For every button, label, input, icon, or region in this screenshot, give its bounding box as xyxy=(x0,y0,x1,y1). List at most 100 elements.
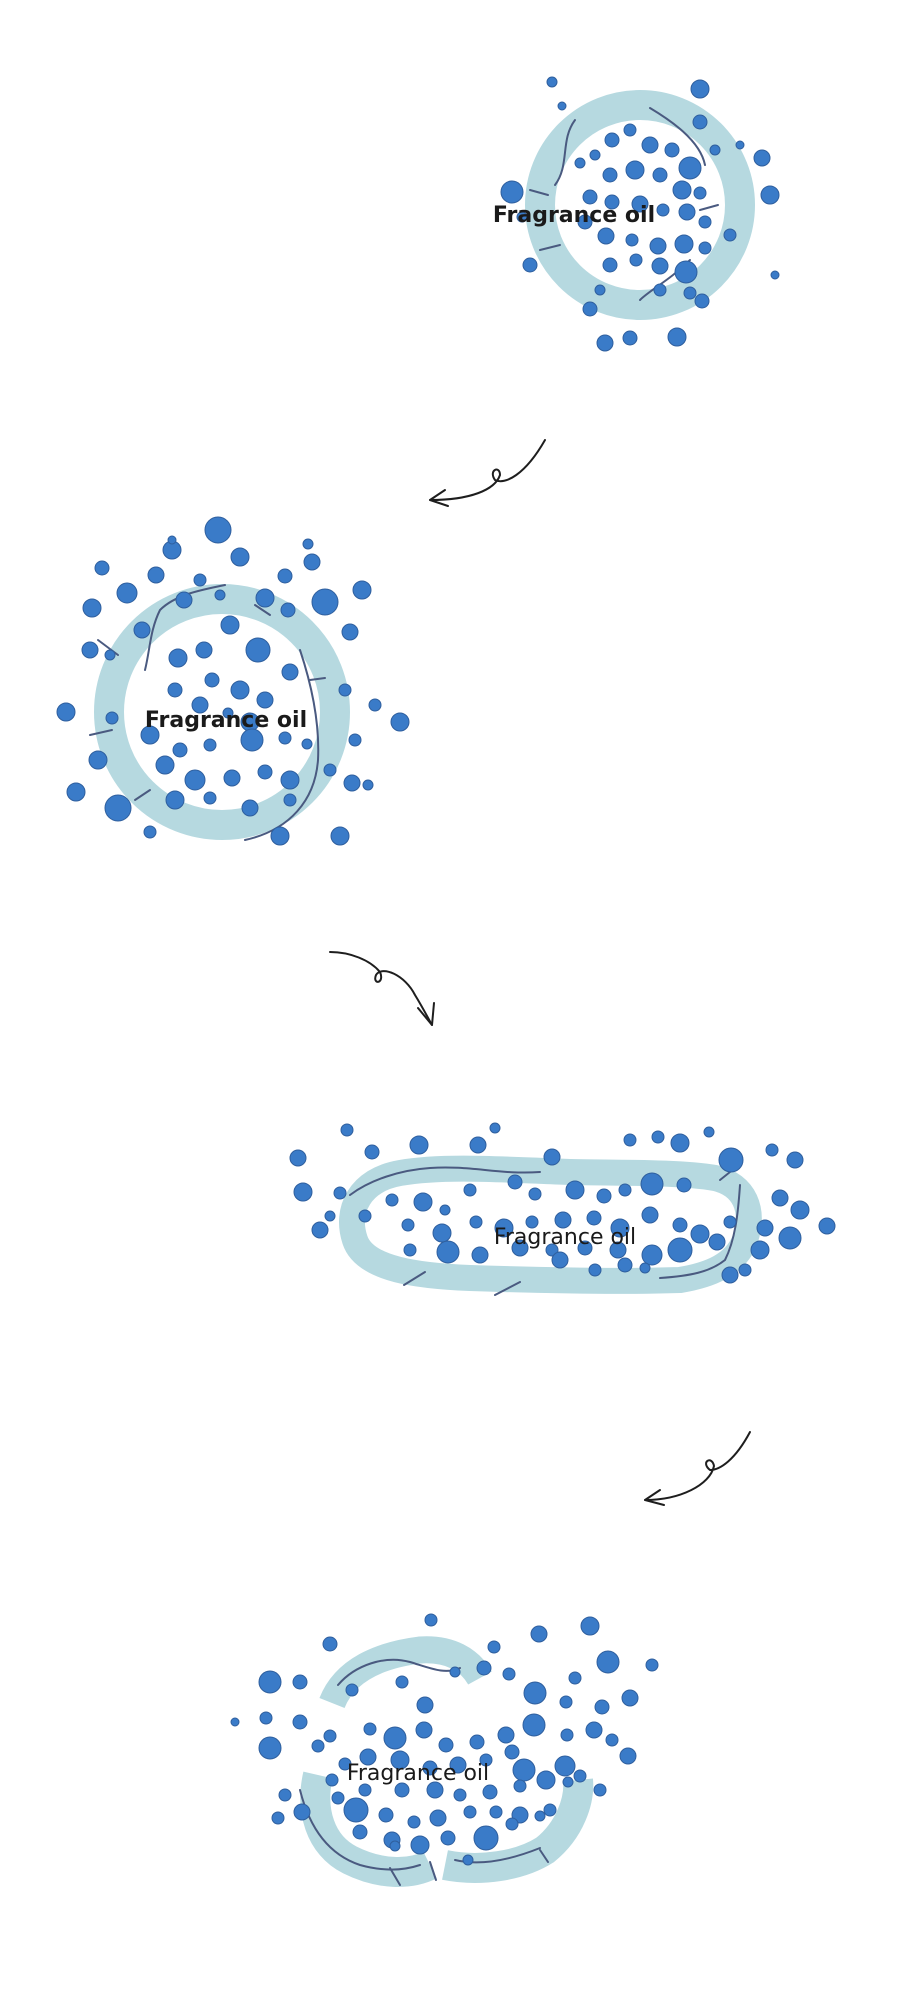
fragrance-droplet xyxy=(390,1750,410,1770)
fragrance-droplet xyxy=(756,1219,774,1237)
fragrance-droplet xyxy=(554,1755,576,1777)
fragrance-droplet xyxy=(409,1135,429,1155)
fragrance-droplet xyxy=(641,1206,659,1224)
fragrance-droplet xyxy=(222,707,234,719)
fragrance-droplet xyxy=(278,1788,292,1802)
fragrance-droplet xyxy=(415,1721,433,1739)
fragrance-droplet xyxy=(645,1658,659,1672)
fragrance-droplet xyxy=(168,648,188,668)
fragrance-droplet xyxy=(436,1240,460,1264)
fragrance-droplet xyxy=(330,826,350,846)
fragrance-droplet xyxy=(359,1748,377,1766)
fragrance-droplet xyxy=(536,1770,556,1790)
fragrance-droplet xyxy=(343,774,361,792)
fragrance-droplet xyxy=(574,157,586,169)
fragrance-droplet xyxy=(622,330,638,346)
fragrance-droplet xyxy=(230,1717,240,1727)
fragrance-droplet xyxy=(525,1215,539,1229)
fragrance-droplet xyxy=(175,591,193,609)
fragrance-droplet xyxy=(311,588,339,616)
fragrance-droplet xyxy=(432,1223,452,1243)
fragrance-droplet xyxy=(602,257,618,273)
fragrance-droplet xyxy=(463,1183,477,1197)
fragrance-droplet xyxy=(389,1840,401,1852)
fragrance-droplet xyxy=(790,1200,810,1220)
fragrance-droplet xyxy=(709,144,721,156)
fragrance-droplet xyxy=(358,1209,372,1223)
fragrance-droplet xyxy=(497,1726,515,1744)
fragrance-droplet xyxy=(302,538,314,550)
fragrance-droplet xyxy=(56,702,76,722)
fragrance-droplet xyxy=(582,189,598,205)
fragrance-droplet xyxy=(653,283,667,297)
fragrance-droplet xyxy=(641,136,659,154)
arrow-stage1-to-stage2 xyxy=(429,439,546,507)
fragrance-droplet xyxy=(604,194,620,210)
fragrance-droplet xyxy=(104,794,132,822)
fragrance-droplet xyxy=(735,140,745,150)
fragrance-droplet xyxy=(678,203,696,221)
fragrance-droplet xyxy=(245,637,271,663)
fragrance-droplet xyxy=(322,1636,338,1652)
fragrance-droplet xyxy=(280,770,300,790)
fragrance-droplet xyxy=(651,1130,665,1144)
fragrance-droplet xyxy=(554,1211,572,1229)
fragrance-droplet xyxy=(230,547,250,567)
fragrance-droplet xyxy=(323,1729,337,1743)
fragrance-droplet xyxy=(293,1182,313,1202)
fragrance-droplet xyxy=(641,1244,663,1266)
fragrance-droplet xyxy=(258,1736,282,1760)
fragrance-droplet xyxy=(568,1671,582,1685)
fragrance-droplet xyxy=(771,1189,789,1207)
fragrance-droplet xyxy=(303,553,321,571)
fragrance-droplet xyxy=(770,270,780,280)
fragrance-droplet xyxy=(81,641,99,659)
fragrance-droplet xyxy=(596,1650,620,1674)
fragrance-droplet xyxy=(473,1825,499,1851)
fragrance-droplet xyxy=(204,672,220,688)
fragrance-droplet xyxy=(362,779,374,791)
fragrance-droplet xyxy=(504,1744,520,1760)
fragrance-droplet xyxy=(765,1143,779,1157)
fragrance-droplet xyxy=(439,1204,451,1216)
fragrance-droplet xyxy=(363,1722,377,1736)
fragrance-droplet xyxy=(172,742,188,758)
fragrance-droplet xyxy=(259,1711,273,1725)
fragrance-droplet xyxy=(462,1854,474,1866)
fragrance-droplet xyxy=(88,750,108,770)
fragrance-droplet xyxy=(167,535,177,545)
fragrance-droplet xyxy=(293,1803,311,1821)
fragrance-droplet xyxy=(292,1714,308,1730)
fragrance-droplet xyxy=(143,825,157,839)
fragrance-droplet xyxy=(489,1122,501,1134)
fragrance-droplet xyxy=(191,696,209,714)
droplet-cluster xyxy=(289,1122,836,1284)
stage-3-capsule-compressed: Fragrance oil xyxy=(289,1122,836,1296)
fragrance-droplet xyxy=(760,185,780,205)
fragrance-droplet xyxy=(195,641,213,659)
fragrance-droplet xyxy=(479,1753,493,1767)
fragrance-droplet xyxy=(105,711,119,725)
fragrance-droplet xyxy=(469,1215,483,1229)
fragrance-droplet xyxy=(338,1757,352,1771)
fragrance-droplet xyxy=(522,1713,546,1737)
fragrance-droplet xyxy=(610,1218,630,1238)
fragrance-droplet xyxy=(278,731,292,745)
shell-fibers xyxy=(299,1658,549,1886)
fragrance-droplet xyxy=(512,1758,536,1782)
stage-4-capsule-ruptured: Fragrance oil xyxy=(230,1613,659,1887)
fragrance-droplet xyxy=(778,1226,802,1250)
fragrance-droplet xyxy=(364,1144,380,1160)
fragrance-droplet xyxy=(500,180,524,204)
fragrance-droplet xyxy=(693,186,707,200)
fragrance-droplet xyxy=(257,764,273,780)
droplet-cluster xyxy=(56,516,410,846)
fragrance-droplet xyxy=(394,1782,410,1798)
fragrance-droplet xyxy=(214,589,226,601)
fragrance-droplet xyxy=(621,1689,639,1707)
fragrance-droplet xyxy=(543,1148,561,1166)
fragrance-droplet xyxy=(255,588,275,608)
fragrance-droplet xyxy=(678,156,702,180)
fragrance-droplet xyxy=(690,79,710,99)
